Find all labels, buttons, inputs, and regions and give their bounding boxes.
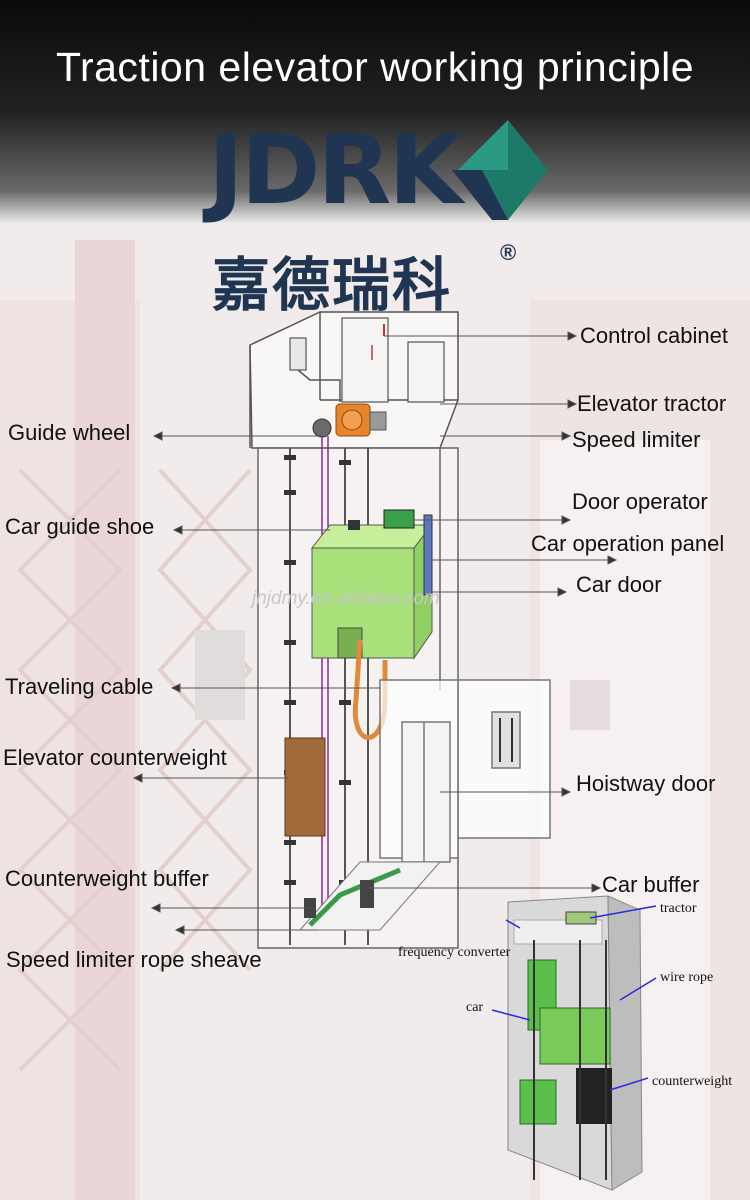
label-car-buffer: Car buffer — [602, 872, 700, 897]
label-car-guide-shoe: Car guide shoe — [5, 514, 155, 539]
header-band — [0, 0, 750, 225]
elevator-car — [310, 509, 434, 660]
label-traveling-cable: Traveling cable — [5, 674, 154, 699]
label-car-operation-panel: Car operation panel — [531, 531, 725, 556]
brand-logo: JDRK — [208, 114, 463, 226]
watermark: jnjdmy.en.alibaba.com — [252, 588, 440, 609]
control-cabinet — [289, 317, 445, 403]
label-hoistway-door: Hoistway door — [576, 771, 716, 796]
label-speed-limiter: Speed limiter — [572, 427, 701, 452]
inset-label-counterweight: counterweight — [652, 1074, 733, 1089]
label-guide-wheel: Guide wheel — [8, 420, 131, 445]
page-title: Traction elevator working principle — [55, 44, 695, 90]
label-speed-limiter-rope-sheave: Speed limiter rope sheave — [6, 947, 262, 972]
leader-lines — [132, 331, 618, 935]
inset-elevator-model — [491, 895, 657, 1191]
elevator-tractor — [312, 403, 387, 438]
brand-diamond-icon — [452, 120, 548, 220]
label-elevator-counterweight: Elevator counterweight — [3, 745, 227, 770]
label-control-cabinet: Control cabinet — [580, 323, 728, 348]
label-door-operator: Door operator — [572, 489, 708, 514]
brand-chinese-name: 嘉德瑞科 — [212, 251, 453, 319]
inset-label-wire-rope: wire rope — [660, 970, 714, 985]
inset-label-tractor: tractor — [660, 901, 697, 916]
inset-label-car: car — [466, 1000, 484, 1015]
label-counterweight-buffer: Counterweight buffer — [5, 866, 209, 891]
label-elevator-tractor: Elevator tractor — [577, 391, 727, 416]
registered-mark: ® — [500, 240, 517, 265]
elevator-pit — [298, 861, 442, 931]
label-car-door: Car door — [576, 572, 662, 597]
label-frequency-converter: frequency converter — [398, 945, 511, 960]
hoistway-door — [379, 679, 551, 863]
counterweight-block — [284, 737, 326, 837]
